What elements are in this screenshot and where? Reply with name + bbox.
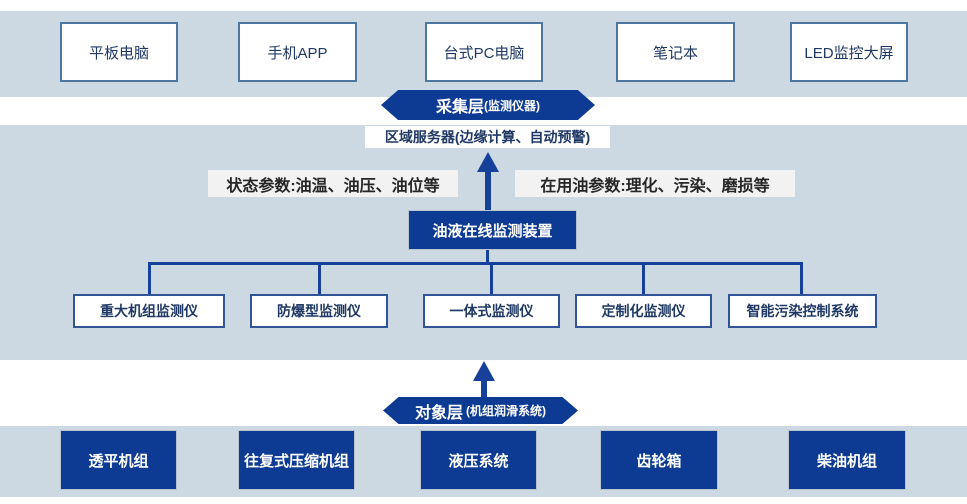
connector-drop-2 [318,262,321,295]
equipment-label: 柴油机组 [816,452,877,470]
device-box-laptop: 笔记本 [616,22,735,82]
status-parameters-text: 状态参数:油温、油压、油位等 [226,177,440,195]
connector-drop-5 [800,262,803,295]
device-box-tablet: 平板电脑 [60,22,178,82]
connector-drop-1 [148,262,151,295]
device-label: 平板电脑 [88,44,149,62]
connector-bus [148,262,803,265]
monitor-label: 一体式监测仪 [449,303,534,319]
device-box-led-screen: LED监控大屏 [790,22,908,82]
connector-drop-3 [490,262,493,295]
monitoring-device-label: 油液在线监测装置 [432,222,553,240]
equipment-box-turbine: 透平机组 [60,430,177,490]
status-parameters-label: 状态参数:油温、油压、油位等 [208,170,458,197]
collection-layer-subtitle: (监测仪器) [484,98,540,113]
collection-layer-pill: 采集层(监测仪器) [381,90,595,120]
device-label: 台式PC电脑 [443,44,525,62]
connector-stub [486,250,489,264]
monitor-label: 智能污染控制系统 [746,303,859,319]
monitor-box-pollution-control: 智能污染控制系统 [728,294,877,328]
monitor-box-explosion-proof: 防爆型监测仪 [250,294,388,328]
monitor-label: 防爆型监测仪 [277,303,361,319]
equipment-label: 齿轮箱 [636,452,682,470]
device-label: 手机APP [267,44,328,62]
equipment-label: 液压系统 [448,452,509,470]
up-arrow-icon [473,361,495,381]
equipment-label: 透平机组 [88,452,149,470]
equipment-box-diesel-unit: 柴油机组 [788,430,906,490]
monitor-label: 重大机组监测仪 [100,303,198,319]
collection-layer-title: 采集层 [435,99,484,116]
monitor-box-major-unit: 重大机组监测仪 [73,294,225,328]
up-arrow-shaft [481,379,487,397]
object-layer-subtitle: (机组润滑系统) [466,404,546,418]
equipment-label: 往复式压缩机组 [243,452,349,470]
object-layer-pill: 对象层(机组润滑系统) [383,397,578,424]
device-label: LED监控大屏 [804,44,894,62]
device-box-desktop-pc: 台式PC电脑 [425,22,543,82]
device-box-phone-app: 手机APP [238,22,357,82]
oil-parameters-text: 在用油参数:理化、污染、磨损等 [540,177,770,195]
up-arrow-shaft [485,170,491,211]
device-label: 笔记本 [652,44,698,62]
edge-server-box: 区域服务器(边缘计算、自动预警) [365,126,610,148]
edge-server-label: 区域服务器(边缘计算、自动预警) [384,129,591,145]
connector-drop-4 [642,262,645,295]
equipment-box-reciprocating-compressor: 往复式压缩机组 [238,430,355,490]
monitor-label: 定制化监测仪 [601,303,686,319]
equipment-box-gearbox: 齿轮箱 [600,430,718,490]
up-arrow-icon [477,152,499,172]
monitor-box-all-in-one: 一体式监测仪 [423,294,560,328]
object-layer-title: 对象层 [414,404,463,422]
equipment-box-hydraulic-system: 液压系统 [420,430,537,490]
monitoring-device-box: 油液在线监测装置 [408,210,577,250]
oil-parameters-label: 在用油参数:理化、污染、磨损等 [515,170,795,197]
monitor-box-customized: 定制化监测仪 [575,294,712,328]
